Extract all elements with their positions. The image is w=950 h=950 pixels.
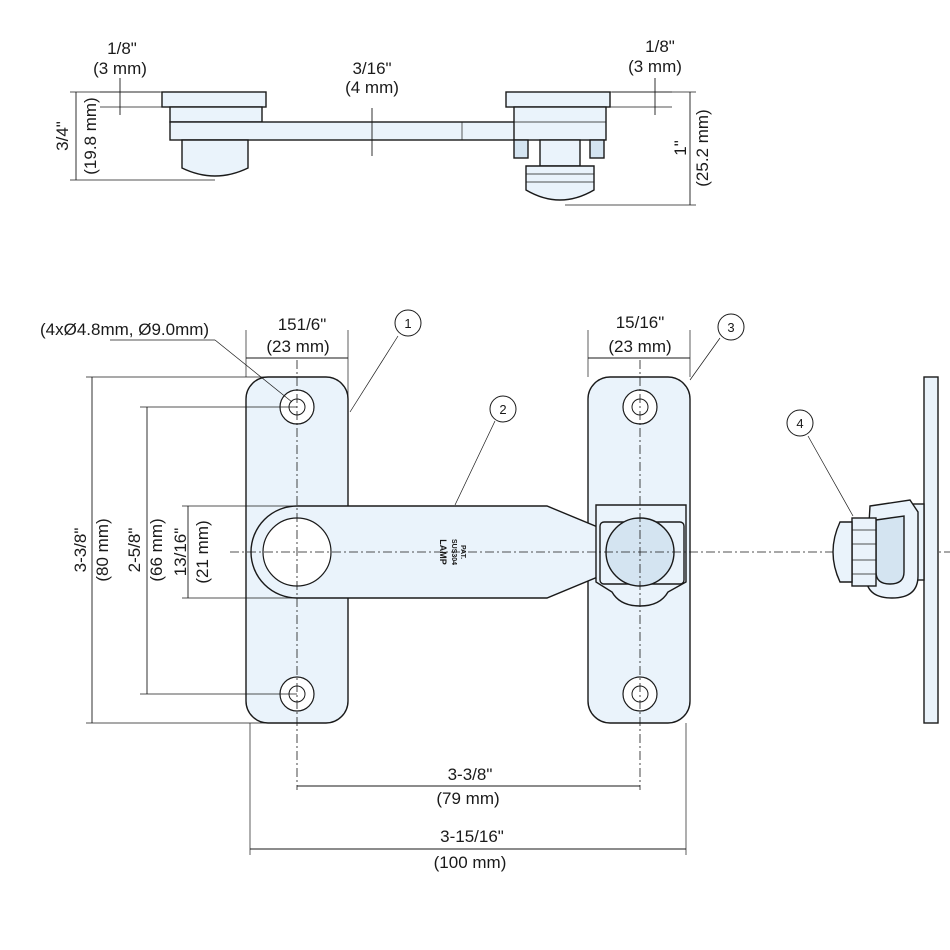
stamp-material: SUS304 — [450, 539, 457, 565]
right-clip-left — [513, 139, 529, 159]
front-view: LAMP SUS304 PAT. (4xØ4.8mm, Ø9.0mm) 151/… — [40, 309, 950, 872]
callout-1-label: 1 — [404, 316, 411, 331]
dim-right-plate-metric: (23 mm) — [608, 337, 671, 356]
side-view: 4 — [786, 376, 939, 724]
dim-arm-width-metric: (21 mm) — [193, 520, 212, 583]
side-plate — [923, 376, 939, 724]
side-knob-tip — [832, 521, 853, 583]
callout-3 — [717, 313, 745, 341]
left-flange — [161, 91, 267, 108]
dim-bar-imperial: 3/16" — [352, 59, 391, 78]
dim-right-plate-imperial: 15/16" — [616, 313, 665, 332]
dim-left-flange-metric: (3 mm) — [93, 59, 147, 78]
dim-bar-metric: (4 mm) — [345, 78, 399, 97]
left-flange-step — [169, 106, 263, 123]
arm-stamp: LAMP SUS304 PAT. — [438, 539, 466, 565]
callout-2-label: 2 — [499, 402, 506, 417]
stamp-brand: LAMP — [438, 539, 448, 565]
dim-left-height-imperial: 3/4" — [53, 121, 72, 151]
dim-center-distance-imperial: 3-3/8" — [448, 765, 493, 784]
dim-overall-width-imperial: 3-15/16" — [440, 827, 504, 846]
dim-right-flange-metric: (3 mm) — [628, 57, 682, 76]
dim-overall-width-metric: (100 mm) — [434, 853, 507, 872]
dim-left-plate-metric: (23 mm) — [266, 337, 329, 356]
screw-hole-right-bottom — [622, 676, 658, 712]
top-view: 1/8" (3 mm) 3/16" (4 mm) 1/8" (3 mm) 3/4… — [53, 37, 712, 206]
dim-right-height-metric: (25.2 mm) — [693, 109, 712, 186]
callout-1 — [394, 309, 422, 337]
arm-bar-top — [169, 121, 516, 141]
right-clip-right — [589, 139, 605, 159]
dim-hole-spacing-metric: (66 mm) — [147, 518, 166, 581]
dim-overall-height-imperial: 3-3/8" — [71, 528, 90, 573]
dim-right-flange-imperial: 1/8" — [645, 37, 675, 56]
dim-arm-width-imperial: 13/16" — [171, 528, 190, 577]
right-knob — [525, 165, 595, 201]
right-housing — [513, 106, 607, 141]
stamp-pat: PAT. — [459, 545, 466, 559]
dim-center-distance-metric: (79 mm) — [436, 789, 499, 808]
callout-3-label: 3 — [727, 320, 734, 335]
right-flange — [505, 91, 611, 108]
dim-left-flange-imperial: 1/8" — [107, 39, 137, 58]
dim-left-plate-imperial: 151/6" — [278, 315, 327, 334]
dim-left-height-metric: (19.8 mm) — [81, 97, 100, 174]
left-knob — [181, 139, 249, 177]
dim-right-height-imperial: 1" — [671, 140, 690, 156]
dim-hole-spacing-imperial: 2-5/8" — [125, 528, 144, 573]
callout-2 — [489, 395, 517, 423]
dim-holes: (4xØ4.8mm, Ø9.0mm) — [40, 320, 209, 339]
callout-4 — [786, 409, 814, 437]
callout-4-label: 4 — [796, 416, 803, 431]
dim-overall-height-metric: (80 mm) — [93, 518, 112, 581]
side-knob-body — [851, 517, 877, 587]
